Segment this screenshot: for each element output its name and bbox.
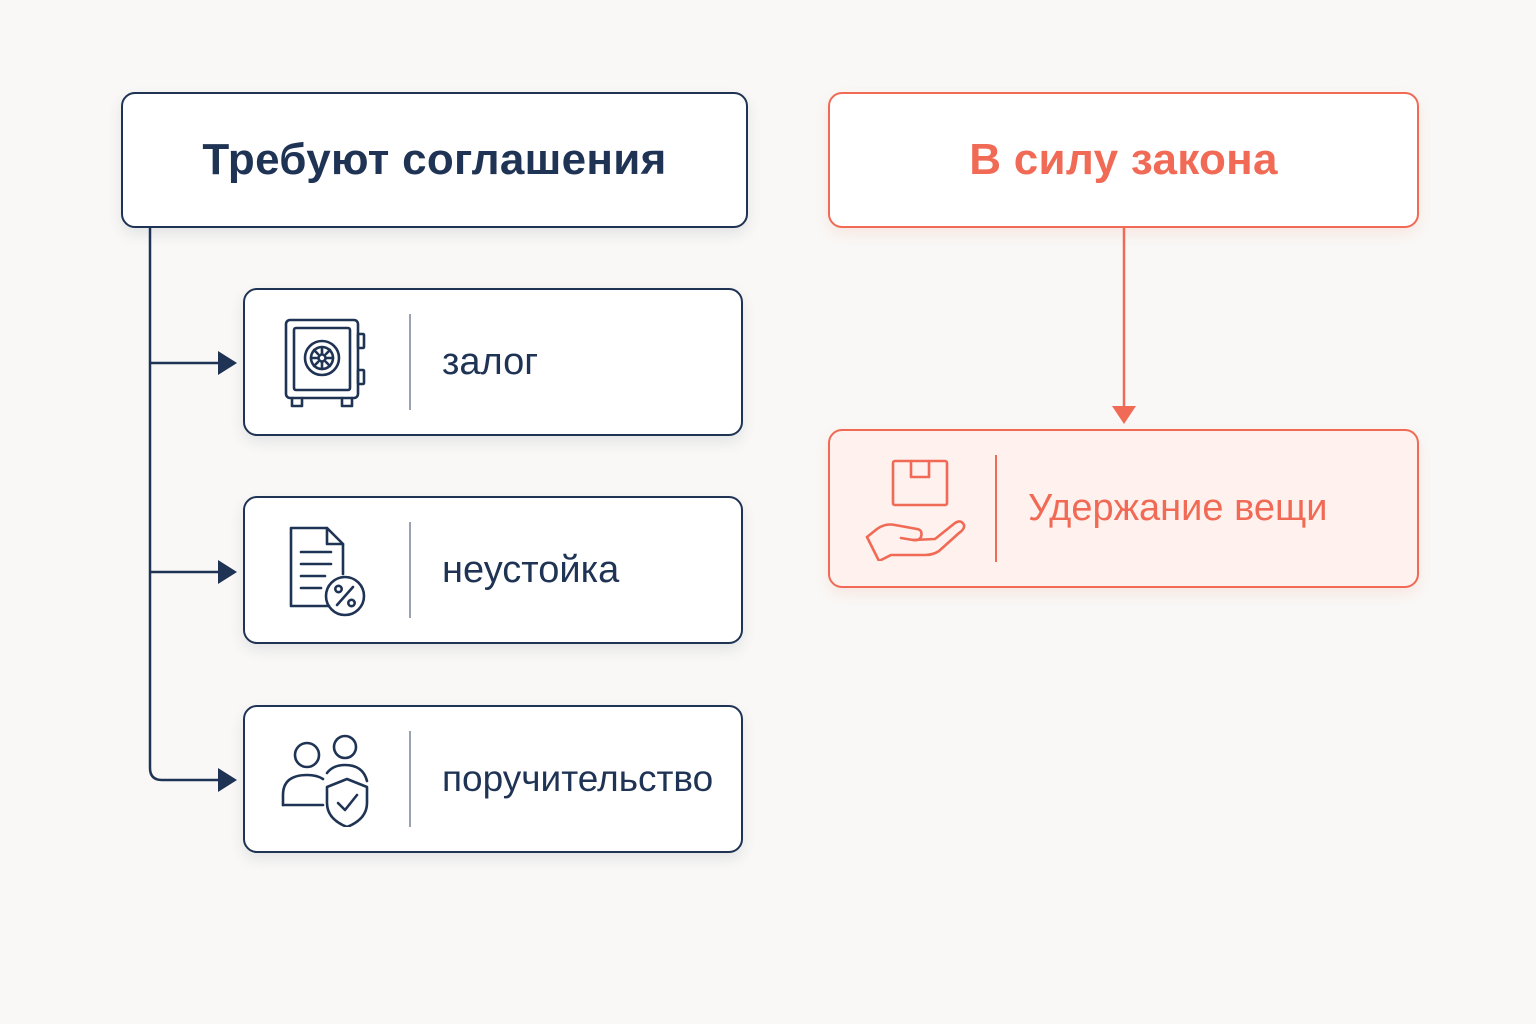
document-percent-icon bbox=[275, 520, 375, 620]
item-label: поручительство bbox=[442, 758, 714, 799]
item-suretyship: поручительство bbox=[243, 705, 743, 853]
left-trunk-line bbox=[148, 228, 218, 782]
item-label: Удержание вещи bbox=[1028, 487, 1328, 529]
hand-box-icon bbox=[860, 454, 970, 564]
arrow-head-2 bbox=[218, 560, 237, 584]
item-divider bbox=[995, 455, 997, 562]
item-divider bbox=[409, 314, 411, 410]
item-label: залог bbox=[442, 340, 539, 383]
header-by-law: В силу закона bbox=[828, 92, 1419, 228]
item-pledge: залог bbox=[243, 288, 743, 436]
header-title: Требуют соглашения bbox=[202, 135, 667, 184]
item-retention: Удержание вещи bbox=[828, 429, 1419, 588]
safe-icon bbox=[275, 312, 375, 412]
item-label: неустойка bbox=[442, 548, 620, 591]
header-requires-agreement: Требуют соглашения bbox=[121, 92, 748, 228]
arrow-head-3 bbox=[218, 768, 237, 792]
header-title: В силу закона bbox=[969, 135, 1278, 184]
people-shield-icon bbox=[275, 729, 375, 829]
arrow-head-1 bbox=[218, 351, 237, 375]
item-divider bbox=[409, 731, 411, 827]
item-divider bbox=[409, 522, 411, 618]
item-penalty: неустойка bbox=[243, 496, 743, 644]
right-arrow-head bbox=[1112, 406, 1136, 424]
